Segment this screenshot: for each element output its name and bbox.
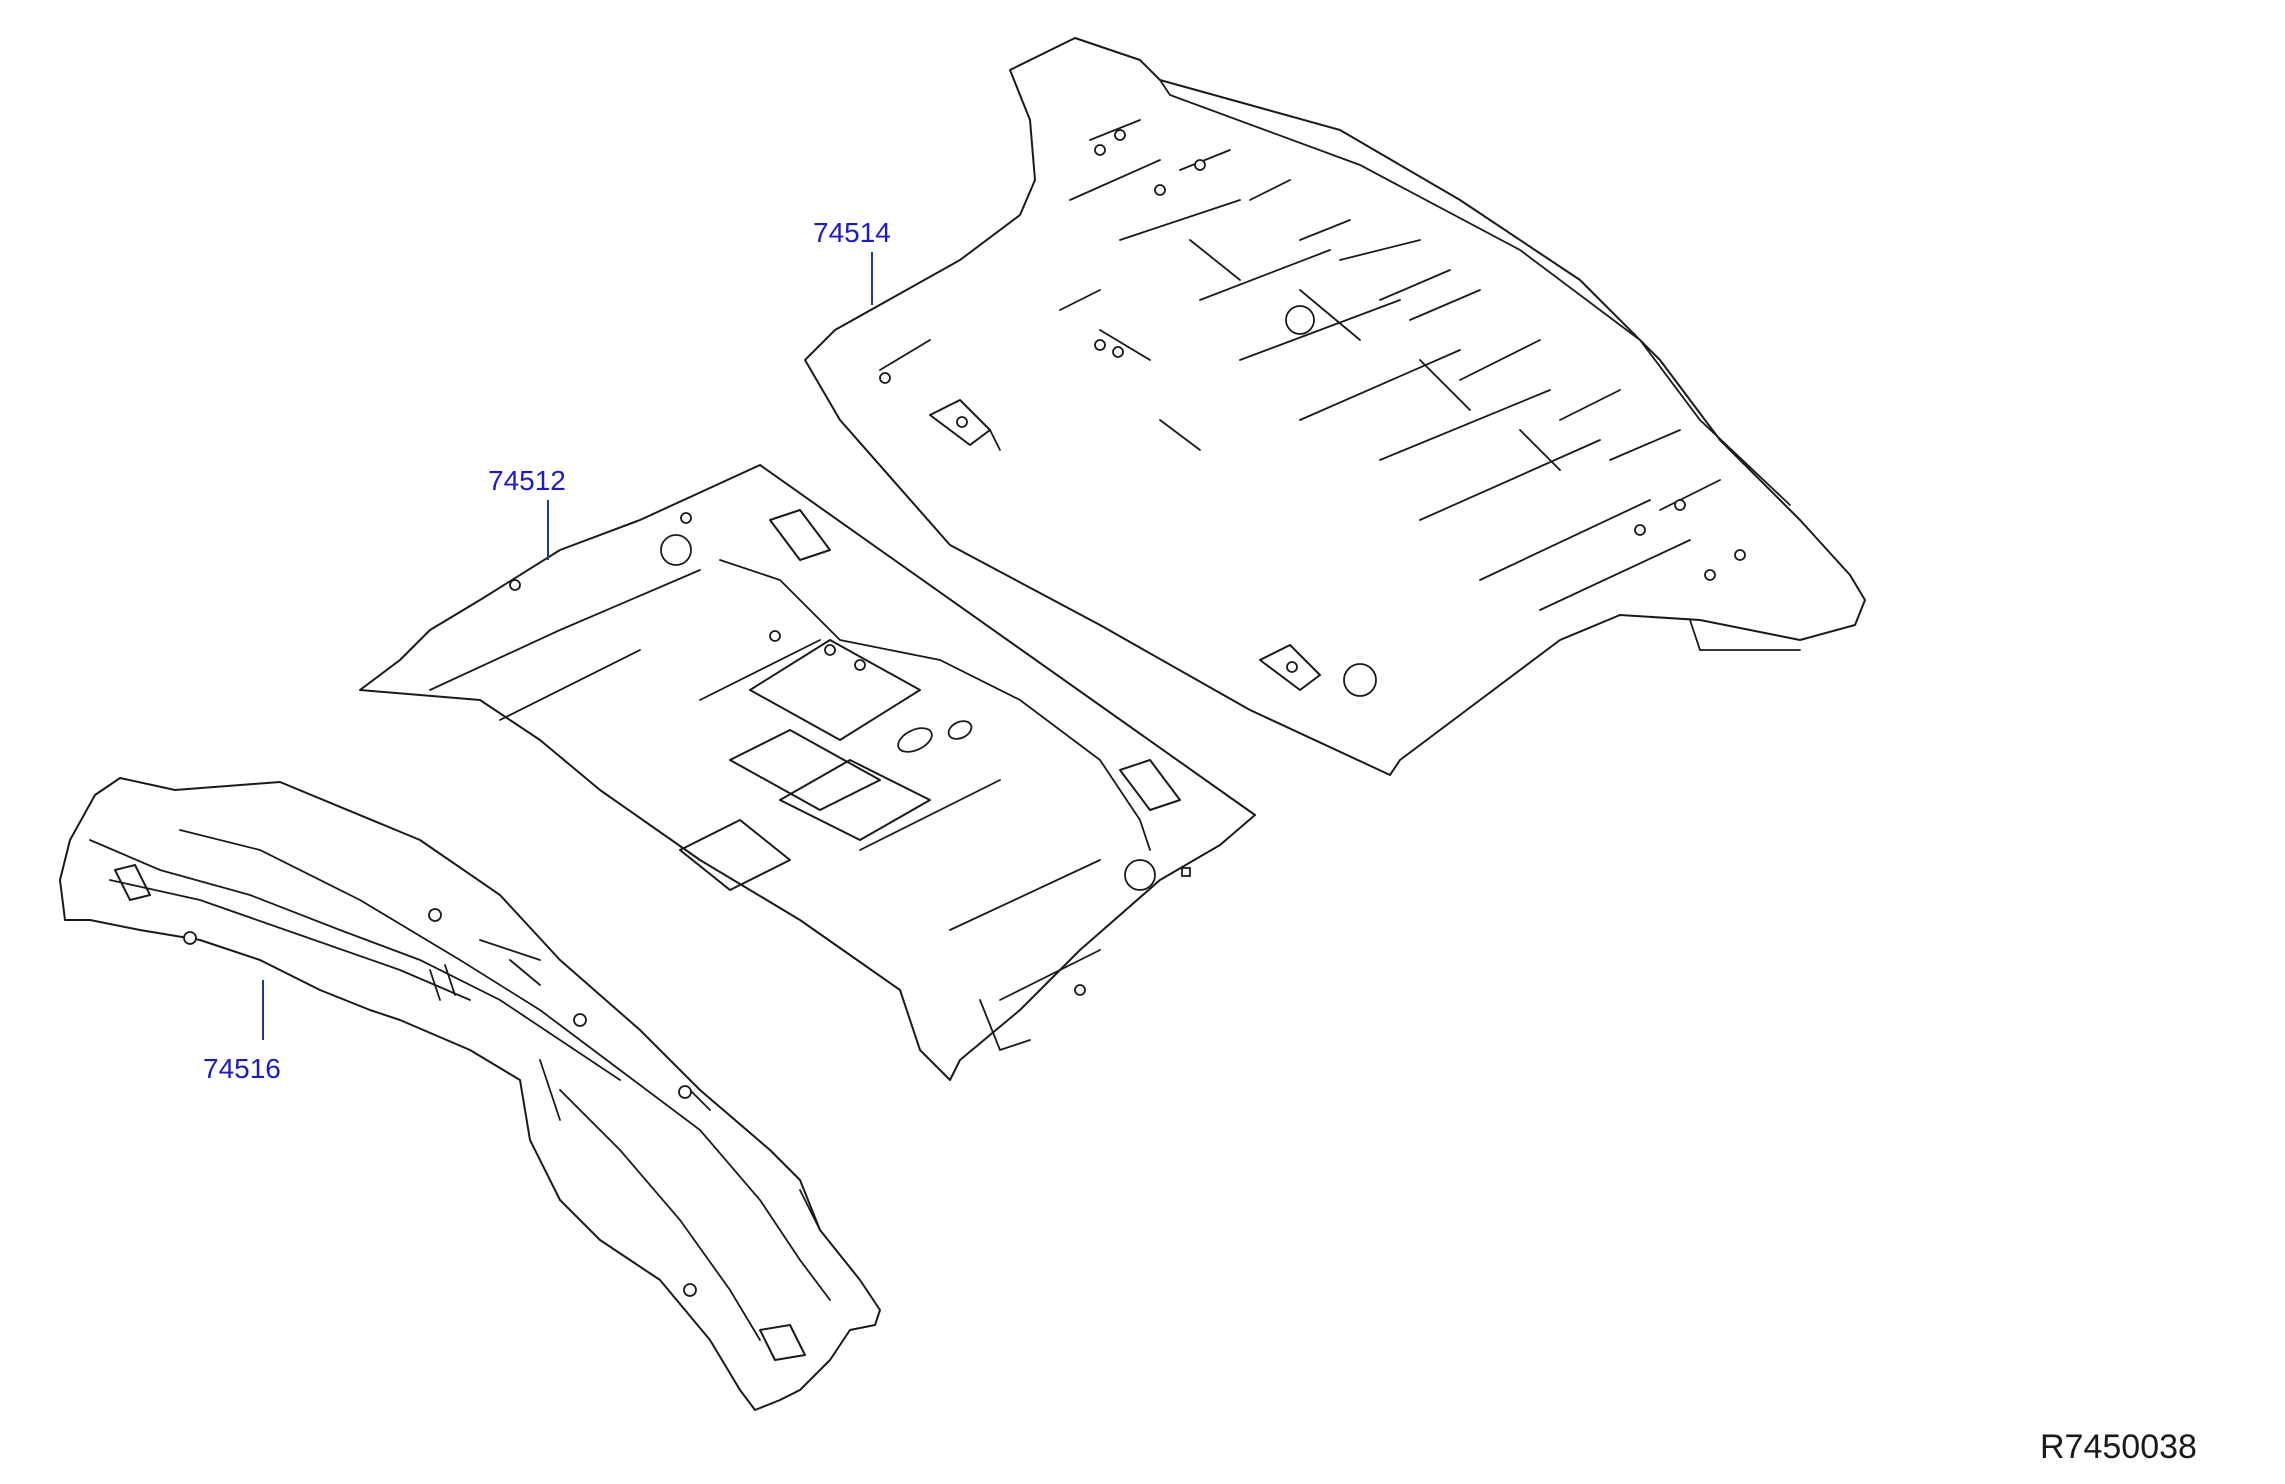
part-number-label: 74512 (488, 465, 566, 496)
rear-floor-front-panel (359, 464, 1256, 1081)
rear-floor-rear-panel (804, 37, 1866, 776)
part-number-label: 74514 (813, 217, 891, 248)
part-number-label: 74516 (203, 1053, 281, 1084)
rear-floor-cross-member (59, 777, 881, 1411)
callout-74512: 74512 (488, 465, 566, 560)
callout-74516: 74516 (203, 980, 281, 1084)
callout-74514: 74514 (813, 217, 891, 305)
diagram-code: R7450038 (2040, 1428, 2197, 1466)
